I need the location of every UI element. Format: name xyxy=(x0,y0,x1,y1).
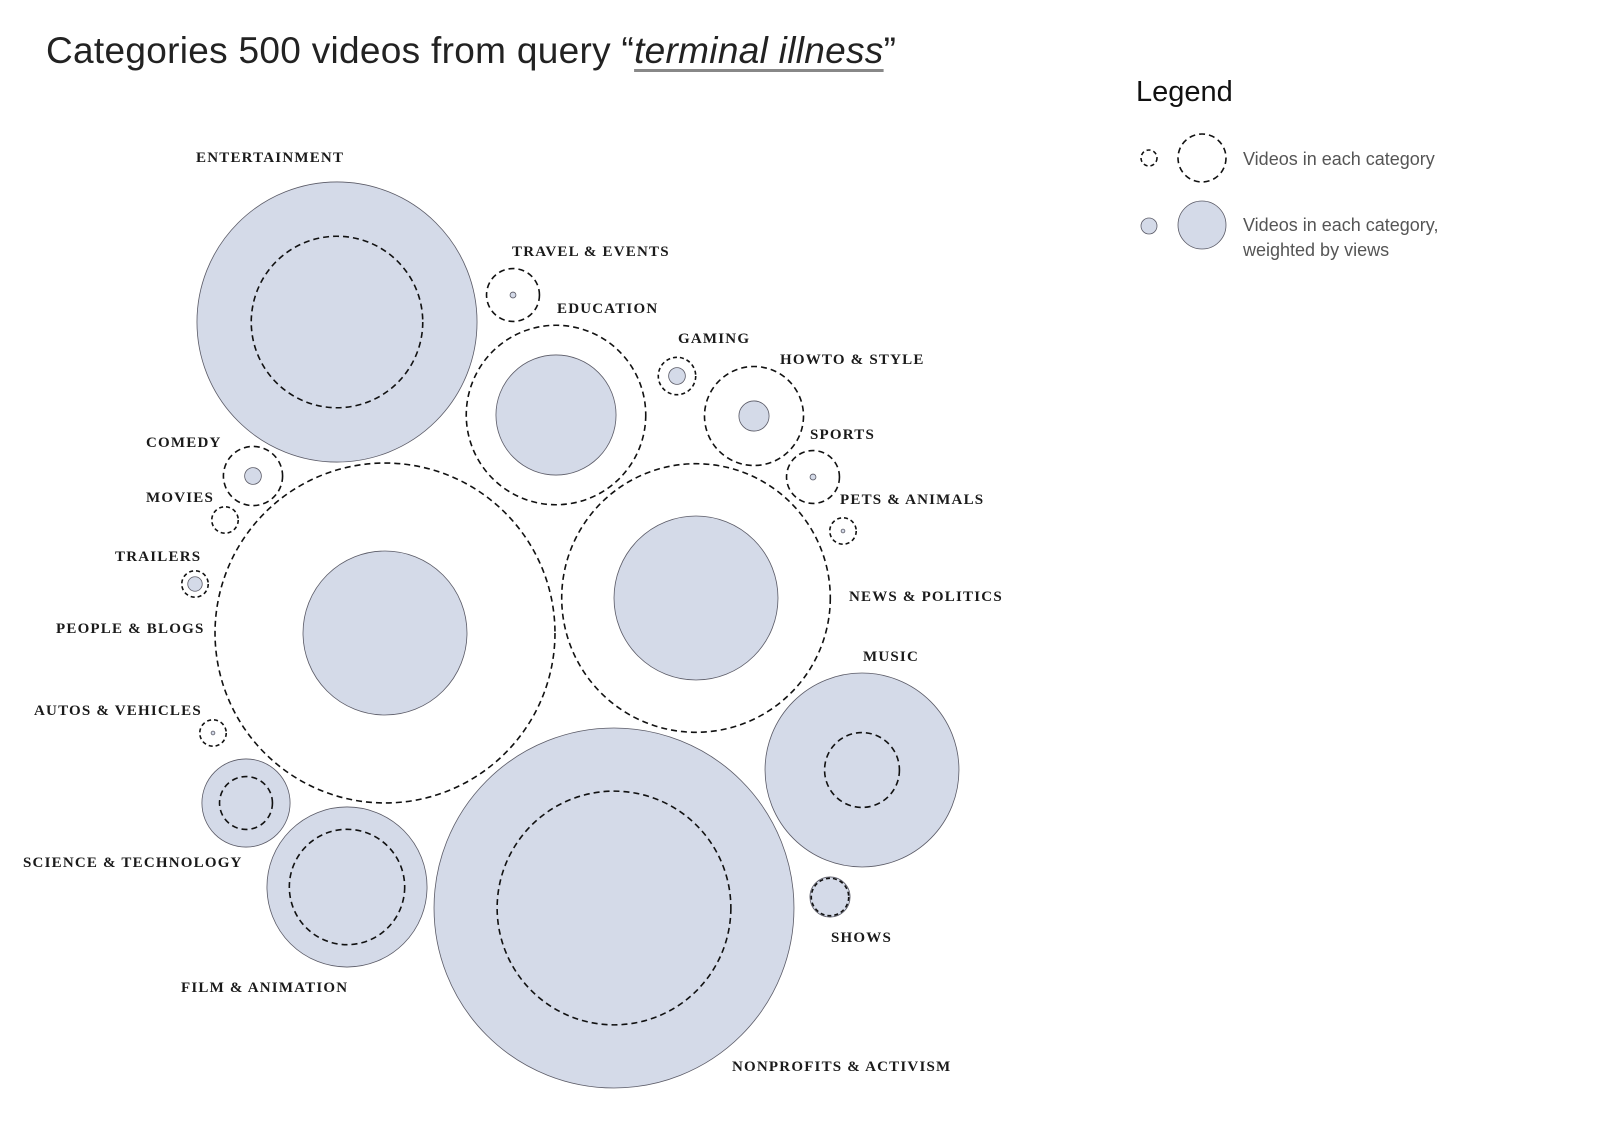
label-people-blogs: PEOPLE & BLOGS xyxy=(56,621,205,637)
title-query: terminal illness xyxy=(634,30,884,71)
label-comedy: COMEDY xyxy=(146,435,222,451)
count-bubble-sports xyxy=(785,449,841,505)
label-shows: SHOWS xyxy=(831,930,892,946)
label-pets-animals: PETS & ANIMALS xyxy=(840,492,984,508)
labels-layer: ENTERTAINMENT TRAVEL & EVENTS EDUCATION GAM… xyxy=(23,150,1003,1075)
count-bubble-education xyxy=(465,324,647,506)
weighted-bubble-shows xyxy=(809,876,851,918)
weighted-bubble-news-politics xyxy=(613,515,779,681)
bubbles-layer xyxy=(180,181,960,1089)
count-bubble-science-technology xyxy=(218,775,274,831)
count-bubble-autos-vehicles xyxy=(198,718,228,748)
weighted-bubble-science-technology xyxy=(201,758,291,848)
count-bubble-film-animation xyxy=(288,828,406,946)
label-sports: SPORTS xyxy=(810,427,875,443)
count-bubble-nonprofits-activism xyxy=(496,790,732,1026)
weighted-bubble-travel-events xyxy=(509,291,517,299)
label-nonprofits-activism: NONPROFITS & ACTIVISM xyxy=(732,1059,951,1075)
count-bubble-trailers xyxy=(180,569,210,599)
count-bubble-news-politics xyxy=(560,462,832,734)
label-howto-style: HOWTO & STYLE xyxy=(780,352,925,368)
weighted-bubble-nonprofits-activism xyxy=(433,727,795,1089)
legend-dashed-small xyxy=(1140,149,1158,167)
label-film-animation: FILM & ANIMATION xyxy=(181,980,348,996)
count-bubble-pets-animals xyxy=(828,516,858,546)
count-bubble-entertainment xyxy=(250,235,424,409)
count-bubble-comedy xyxy=(222,445,284,507)
weighted-bubble-education xyxy=(495,354,617,476)
count-bubble-travel-events xyxy=(485,267,541,323)
weighted-bubble-sports xyxy=(809,473,817,481)
weighted-bubble-trailers xyxy=(187,576,203,592)
legend-filled-label-line2: weighted by views xyxy=(1243,240,1390,260)
weighted-bubble-gaming xyxy=(668,367,686,385)
label-news-politics: NEWS & POLITICS xyxy=(849,589,1003,605)
weighted-bubble-entertainment xyxy=(196,181,478,463)
label-autos-vehicles: AUTOS & VEHICLES xyxy=(34,703,202,719)
title-close-quote: ” xyxy=(883,30,897,71)
weighted-bubble-music xyxy=(764,672,960,868)
count-bubble-people-blogs xyxy=(214,462,556,804)
legend-filled-large xyxy=(1177,200,1227,250)
label-travel-events: TRAVEL & EVENTS xyxy=(512,244,670,260)
legend-symbols xyxy=(1140,133,1227,250)
legend-filled-small xyxy=(1140,217,1158,235)
weighted-bubble-pets-animals xyxy=(840,528,846,534)
weighted-bubble-people-blogs xyxy=(302,550,468,716)
weighted-bubble-autos-vehicles xyxy=(210,730,216,736)
weighted-bubble-comedy xyxy=(244,467,262,485)
label-entertainment: ENTERTAINMENT xyxy=(196,150,344,166)
count-bubble-gaming xyxy=(657,356,697,396)
title-prefix: Categories 500 videos from query xyxy=(46,30,622,71)
legend-dashed-large xyxy=(1177,133,1227,183)
legend-filled-label-line1: Videos in each category, xyxy=(1243,215,1439,235)
label-science-technology: SCIENCE & TECHNOLOGY xyxy=(23,855,243,871)
weighted-bubble-film-animation xyxy=(266,806,428,968)
page-title: Categories 500 videos from query “termin… xyxy=(46,30,896,72)
label-movies: MOVIES xyxy=(146,490,214,506)
legend-dashed-label: Videos in each category xyxy=(1243,149,1435,169)
label-gaming: GAMING xyxy=(678,331,750,347)
weighted-bubble-howto-style xyxy=(738,400,770,432)
count-bubble-music xyxy=(823,731,901,809)
label-education: EDUCATION xyxy=(557,301,658,317)
title-open-quote: “ xyxy=(621,30,635,71)
count-bubble-howto-style xyxy=(703,365,805,467)
count-bubble-shows xyxy=(810,877,850,917)
label-trailers: TRAILERS xyxy=(115,549,201,565)
label-music: MUSIC xyxy=(863,649,919,665)
legend-title: Legend xyxy=(1136,76,1233,108)
count-bubble-movies xyxy=(210,505,240,535)
